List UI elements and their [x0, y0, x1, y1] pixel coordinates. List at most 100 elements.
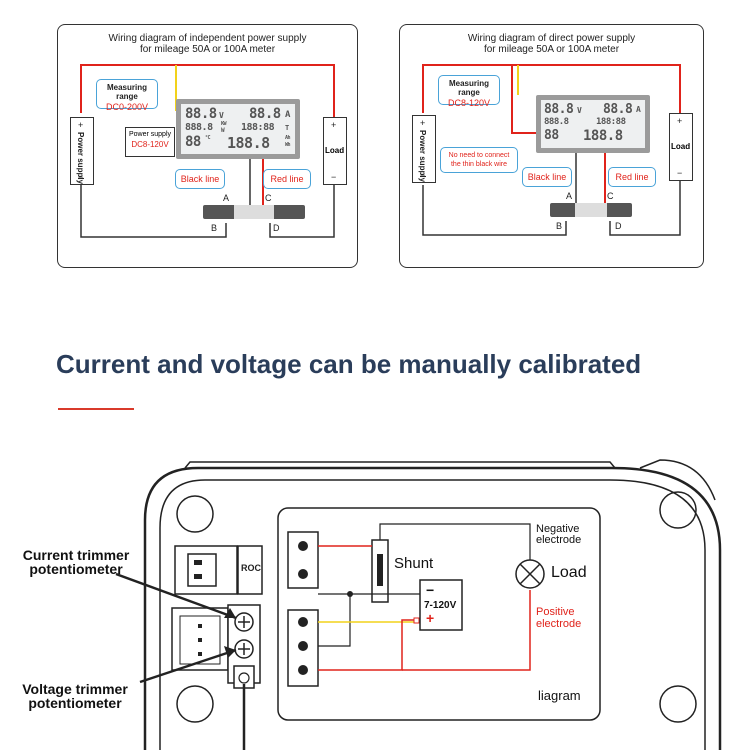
lcd-temp: 88	[185, 134, 201, 150]
left-pin-a: A	[223, 193, 230, 203]
left-pin-c: C	[265, 193, 272, 203]
headline-underline	[58, 408, 134, 410]
left-load-label: Load	[325, 146, 345, 155]
negative-line1: Negative	[536, 523, 580, 535]
left-measuring-value: DC0-200V	[105, 102, 149, 112]
positive-line2: electrode	[536, 618, 582, 630]
lcd-kw: 888.8	[544, 117, 569, 127]
device-illustration	[115, 459, 722, 750]
left-wiring-panel: Wiring diagram of independent power supp…	[57, 24, 358, 268]
right-measuring-range-tag: Measuring range DC8-120V	[438, 75, 500, 108]
left-load-minus: −	[331, 172, 337, 182]
right-measuring-label: Measuring range	[448, 79, 489, 97]
voltage-range-label: 7-120V	[424, 600, 457, 611]
left-panel-title: Wiring diagram of independent power supp…	[58, 33, 357, 55]
right-measuring-value: DC8-120V	[447, 98, 491, 108]
left-load-plus: +	[331, 120, 337, 130]
left-ps-minus: −	[78, 172, 84, 182]
voltage-trimmer-line1: Voltage trimmer	[22, 681, 128, 697]
lcd-amp-unit: A	[285, 110, 290, 120]
current-trimmer-line2: potentiometer	[29, 561, 123, 577]
lcd-time: 188:88	[596, 117, 626, 127]
left-wires	[80, 64, 335, 238]
current-trimmer-line1: Current trimmer	[22, 547, 130, 563]
right-wiring-panel: Wiring diagram of direct power supply fo…	[399, 24, 704, 268]
right-pin-d: D	[615, 221, 622, 231]
right-load-box: + Load −	[669, 113, 693, 181]
voltage-trimmer-line2: potentiometer	[28, 695, 122, 711]
right-pin-b: B	[556, 221, 563, 231]
right-red-line-tag: Red line	[608, 167, 656, 187]
lcd-amp: 88.8	[603, 102, 633, 117]
lcd-w-unit: W	[221, 127, 225, 134]
lcd-volt: 88.8	[544, 102, 574, 117]
lcd-ah: 188.8	[227, 134, 270, 152]
right-title-line2: for mileage 50A or 100A meter	[483, 44, 620, 55]
left-power-supply-box: + Power supply −	[70, 117, 94, 185]
left-ps-label: Power supply	[76, 132, 85, 185]
right-note-line1: No need to connect	[448, 152, 510, 159]
right-red-line-label: Red line	[615, 172, 649, 182]
positive-electrode-label: Positive electrode	[536, 606, 581, 630]
left-title-line2: for mileage 50A or 100A meter	[139, 44, 276, 55]
right-load-plus: +	[677, 116, 683, 126]
right-shunt	[550, 203, 632, 217]
lcd-amp: 88.8	[249, 106, 281, 122]
negative-line2: electrode	[536, 534, 582, 546]
right-power-supply-box: + Power supply −	[412, 115, 436, 183]
right-ps-minus: −	[420, 170, 426, 180]
page-headline: Current and voltage can be manually cali…	[56, 349, 642, 379]
shunt-label: Shunt	[394, 555, 434, 572]
left-lcd-display: 88.8 V 88.8 A 888.8 KW W 188:88 T 88 °C …	[176, 99, 300, 159]
right-pin-a: A	[566, 191, 573, 201]
lcd-ah-unit: Ah	[285, 135, 291, 141]
current-trimmer-label: Current trimmer potentiometer	[10, 548, 142, 576]
lcd-time: 188:88	[241, 122, 275, 133]
right-lcd-screen: 88.8 V 88.8 A 888.8 188:88 88 188.8	[541, 100, 645, 148]
right-black-line-label: Black line	[527, 172, 567, 182]
left-title-line1: Wiring diagram of independent power supp…	[108, 33, 307, 44]
lcd-volt-unit: V	[219, 111, 224, 120]
right-lcd-display: 88.8 V 88.8 A 888.8 188:88 88 188.8	[536, 95, 650, 153]
right-note-line2: the thin black wire	[450, 161, 508, 168]
left-lcd-screen: 88.8 V 88.8 A 888.8 KW W 188:88 T 88 °C …	[181, 104, 295, 154]
lcd-temp-unit: °C	[205, 135, 211, 141]
left-load-box: + Load −	[323, 117, 347, 185]
source-plus: +	[426, 610, 435, 626]
left-red-line-tag: Red line	[263, 169, 311, 189]
right-black-line-tag: Black line	[522, 167, 572, 187]
lcd-ah: 188.8	[583, 128, 623, 144]
lcd-volt-unit: V	[577, 106, 582, 115]
left-measuring-label: Measuring range	[106, 83, 147, 101]
voltage-trimmer-label: Voltage trimmer potentiometer	[8, 682, 142, 710]
left-shunt	[203, 205, 305, 219]
positive-line1: Positive	[536, 606, 575, 618]
right-load-label: Load	[671, 142, 691, 151]
left-ps-plus: +	[78, 120, 84, 130]
right-title-line1: Wiring diagram of direct power supply	[467, 33, 636, 44]
lcd-kw: 888.8	[185, 122, 213, 133]
lcd-amp-unit: A	[636, 105, 641, 114]
left-red-line-label: Red line	[270, 174, 304, 184]
right-ps-plus: +	[420, 118, 426, 128]
left-power-supply-tag: Power supply DC8-120V	[125, 127, 175, 157]
left-black-line-tag: Black line	[175, 169, 225, 189]
left-power-supply-tag-value: DC8-120V	[131, 140, 169, 149]
left-pin-d: D	[273, 223, 280, 233]
lcd-wh-unit: Wh	[285, 142, 291, 148]
right-ps-label: Power supply	[418, 130, 427, 183]
lcd-temp: 88	[544, 128, 559, 143]
right-panel-title: Wiring diagram of direct power supply fo…	[400, 33, 703, 55]
lcd-kw-unit: KW	[221, 121, 227, 127]
load-label: Load	[551, 564, 587, 581]
left-pin-b: B	[211, 223, 218, 233]
right-wires	[422, 64, 681, 236]
negative-electrode-label: Negative electrode	[536, 524, 581, 546]
roc-text: ROC	[241, 563, 261, 573]
left-measuring-range-tag: Measuring range DC0-200V	[96, 79, 158, 112]
right-load-minus: −	[677, 168, 683, 178]
diagram-caption: liagram	[538, 688, 581, 703]
right-note-tag: No need to connect the thin black wire	[440, 147, 518, 173]
lcd-time-unit: T	[285, 124, 289, 132]
lcd-volt: 88.8	[185, 106, 217, 122]
